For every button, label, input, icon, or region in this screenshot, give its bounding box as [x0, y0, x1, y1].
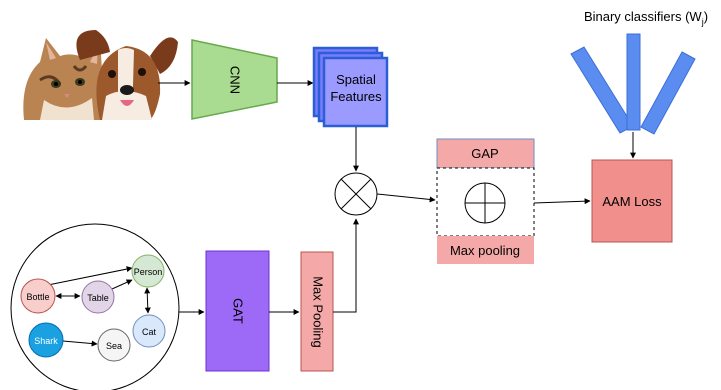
graph-node-table: Table [81, 280, 115, 314]
graph-node-cat: Cat [132, 314, 166, 348]
label-graph: Bottle Table Person Cat Shark Sea [10, 223, 180, 390]
gat-block: GAT [205, 250, 270, 372]
gat-label: GAT [231, 298, 246, 324]
svg-text:Cat: Cat [142, 327, 157, 337]
svg-text:Table: Table [87, 293, 109, 303]
arrow-maxpool-to-multiply [333, 218, 359, 313]
vertical-max-pooling-label: Max Pooling [311, 276, 326, 348]
arrow-multiply-to-pooling [376, 193, 436, 203]
cnn-label: CNN [228, 66, 243, 94]
binary-classifiers: Binary classifiers (Wj) [570, 9, 708, 135]
spatial-features-block: Spatial Features [312, 46, 389, 128]
arrow-pooling-to-aam [533, 198, 591, 205]
max-pooling-box [437, 236, 534, 264]
cnn-block: CNN [191, 39, 278, 120]
classifier-bar-right [640, 51, 696, 135]
graph-node-sea: Sea [97, 328, 131, 362]
classifiers-label: Binary classifiers (Wj) [584, 9, 708, 27]
graph-node-shark: Shark [28, 322, 64, 358]
edge-person-cat [144, 287, 151, 314]
aam-loss-block: AAM Loss [591, 159, 673, 243]
graph-node-bottle: Bottle [20, 278, 56, 314]
classifier-bar-left [570, 46, 634, 134]
gap-label: GAP [471, 146, 498, 161]
spatial-label-line2: Features [330, 89, 382, 104]
vertical-max-pooling-block: Max Pooling [300, 251, 334, 372]
classifier-bar-middle [626, 33, 641, 131]
pooling-block: GAP Max pooling [436, 138, 535, 264]
dog-illustration [76, 30, 178, 120]
svg-text:Person: Person [134, 267, 163, 277]
multiply-node [334, 172, 378, 216]
svg-text:Bottle: Bottle [26, 292, 49, 302]
graph-node-person: Person [131, 254, 165, 288]
edge-bottle-person [47, 266, 133, 286]
concat-node [464, 182, 506, 224]
cat-dog-image [23, 30, 178, 120]
edge-table-person [111, 279, 133, 290]
edge-shark-sea [62, 340, 98, 347]
spatial-layer-front [322, 56, 389, 128]
svg-text:Shark: Shark [34, 336, 58, 346]
gap-box [436, 138, 535, 169]
aam-loss-label: AAM Loss [602, 194, 662, 209]
max-pooling-label: Max pooling [450, 243, 520, 258]
svg-text:Sea: Sea [106, 341, 122, 351]
spatial-label-line1: Spatial [336, 72, 376, 87]
